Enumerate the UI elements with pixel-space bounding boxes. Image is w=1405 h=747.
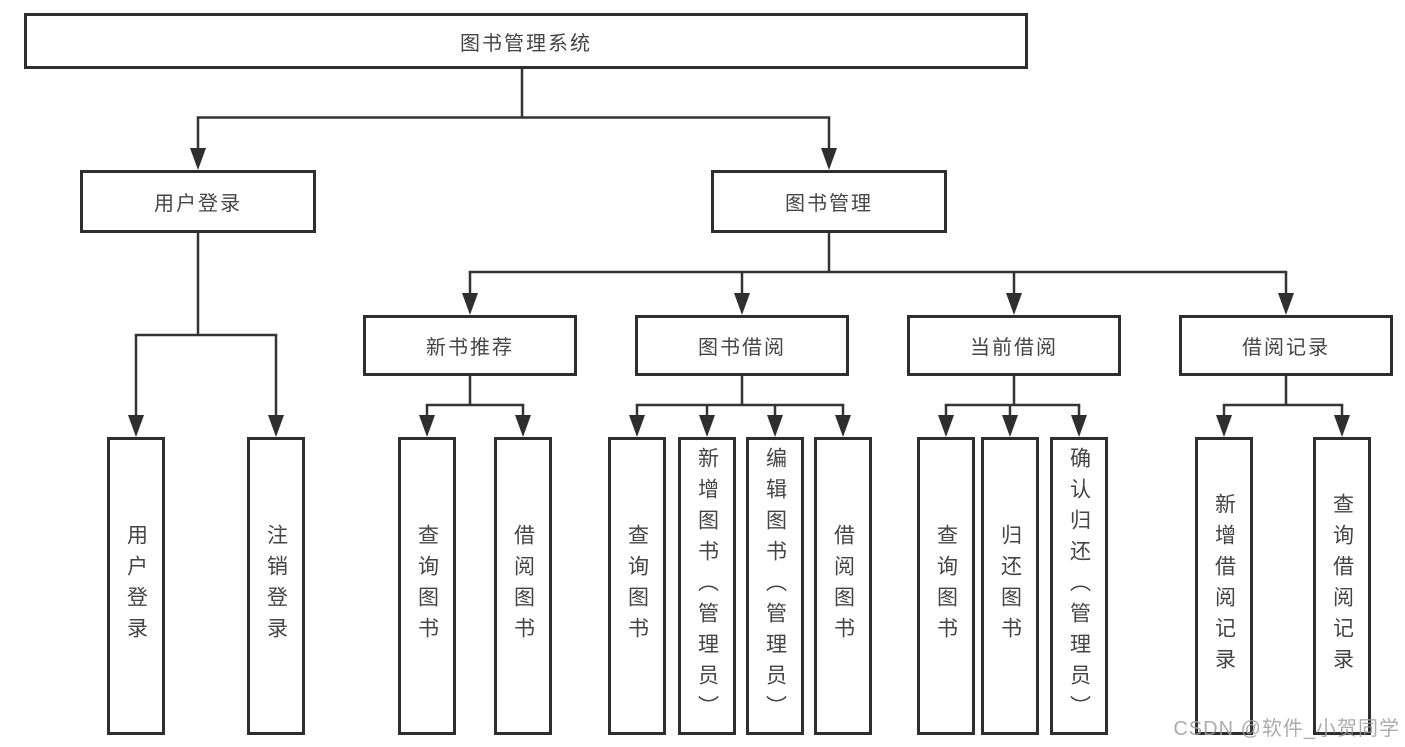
edge-group-borrow-records bbox=[1216, 376, 1350, 437]
edge-group-book-borrow bbox=[629, 376, 851, 437]
leaf-borrow-query-books-label: 查询图书 bbox=[625, 524, 649, 648]
leaf-records-query-record: 查询借阅记录 bbox=[1313, 437, 1371, 735]
node-book-borrow: 图书借阅 bbox=[635, 315, 849, 376]
leaf-borrow-add-books-admin-label: 新增图书（管理员） bbox=[695, 446, 719, 726]
node-book-management-label: 图书管理 bbox=[785, 193, 873, 215]
leaf-logout-label: 注销登录 bbox=[264, 524, 288, 648]
node-current-borrow-label: 当前借阅 bbox=[970, 337, 1058, 359]
node-borrow-records-label: 借阅记录 bbox=[1242, 337, 1330, 359]
edge-group-book-management bbox=[462, 233, 1294, 315]
leaf-borrow-borrow-books-label: 借阅图书 bbox=[831, 524, 855, 648]
node-current-borrow: 当前借阅 bbox=[907, 315, 1121, 376]
leaf-recommend-query-books: 查询图书 bbox=[398, 437, 456, 735]
edge-group-new-book-recommend bbox=[419, 376, 531, 437]
node-book-management: 图书管理 bbox=[711, 170, 947, 233]
leaf-records-query-record-label: 查询借阅记录 bbox=[1330, 493, 1354, 679]
node-book-borrow-label: 图书借阅 bbox=[698, 337, 786, 359]
leaf-current-query-books: 查询图书 bbox=[917, 437, 975, 735]
leaf-logout: 注销登录 bbox=[247, 437, 305, 735]
leaf-recommend-borrow-books: 借阅图书 bbox=[494, 437, 552, 735]
node-root-label: 图书管理系统 bbox=[460, 32, 592, 55]
leaf-current-query-books-label: 查询图书 bbox=[934, 524, 958, 648]
leaf-recommend-borrow-books-label: 借阅图书 bbox=[511, 524, 535, 648]
leaf-borrow-query-books: 查询图书 bbox=[608, 437, 666, 735]
leaf-user-login-label: 用户登录 bbox=[124, 524, 148, 648]
edge-group-user-login bbox=[128, 233, 284, 437]
edge-group-root bbox=[190, 69, 837, 170]
leaf-current-return-books: 归还图书 bbox=[981, 437, 1039, 735]
node-new-book-recommend-label: 新书推荐 bbox=[426, 337, 514, 359]
leaf-recommend-query-books-label: 查询图书 bbox=[415, 524, 439, 648]
leaf-borrow-borrow-books: 借阅图书 bbox=[814, 437, 872, 735]
leaf-borrow-edit-books-admin: 编辑图书（管理员） bbox=[746, 437, 804, 735]
leaf-records-add-record-label: 新增借阅记录 bbox=[1212, 493, 1236, 679]
leaf-current-confirm-return-admin-label: 确认归还（管理员） bbox=[1067, 446, 1091, 726]
leaf-records-add-record: 新增借阅记录 bbox=[1195, 437, 1253, 735]
leaf-current-confirm-return-admin: 确认归还（管理员） bbox=[1050, 437, 1108, 735]
csdn-watermark: CSDN @软件_小贺同学 bbox=[1173, 718, 1400, 740]
node-user-login-label: 用户登录 bbox=[154, 193, 242, 215]
node-root: 图书管理系统 bbox=[24, 13, 1028, 69]
node-borrow-records: 借阅记录 bbox=[1179, 315, 1393, 376]
leaf-borrow-edit-books-admin-label: 编辑图书（管理员） bbox=[763, 446, 787, 726]
node-new-book-recommend: 新书推荐 bbox=[363, 315, 577, 376]
leaf-borrow-add-books-admin: 新增图书（管理员） bbox=[678, 437, 736, 735]
node-user-login: 用户登录 bbox=[80, 170, 316, 233]
leaf-user-login: 用户登录 bbox=[107, 437, 165, 735]
leaf-current-return-books-label: 归还图书 bbox=[998, 524, 1022, 648]
edge-group-current-borrow bbox=[938, 376, 1087, 437]
